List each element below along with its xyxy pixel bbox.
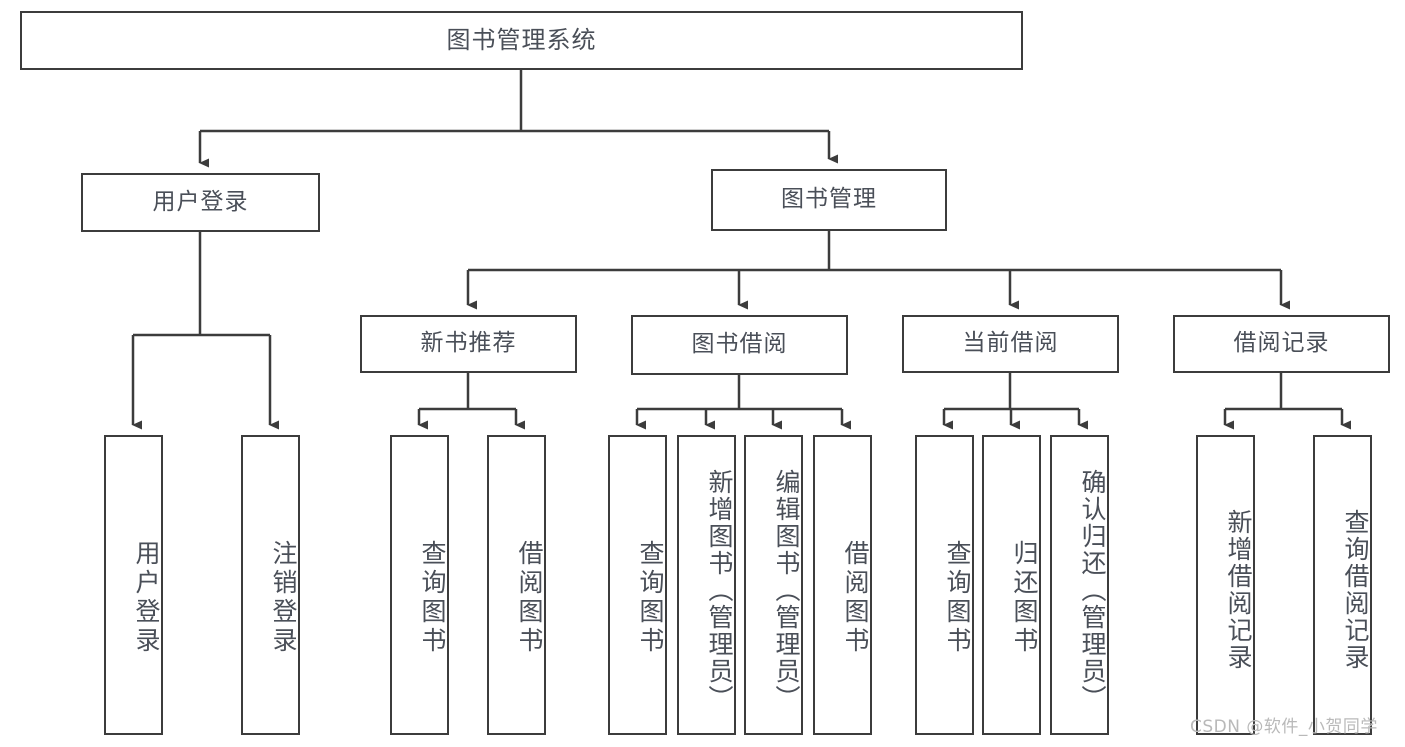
leaf-newbook-query[interactable]: 查询图书 — [390, 435, 449, 735]
node-label: 查询图书 — [418, 540, 447, 656]
node-borrow-record[interactable]: 借阅记录 — [1173, 315, 1390, 373]
node-book-borrow[interactable]: 图书借阅 — [631, 315, 848, 375]
node-label: 查询图书 — [636, 540, 665, 656]
leaf-record-query[interactable]: 查询借阅记录 — [1313, 435, 1372, 735]
leaf-current-query[interactable]: 查询图书 — [915, 435, 974, 735]
leaf-borrow-edit-admin[interactable]: 编辑图书（管理员） — [744, 435, 803, 735]
csdn-watermark: CSDN @软件_小贺同学 — [1190, 717, 1378, 737]
node-label: 归还图书 — [1010, 540, 1039, 656]
node-current-borrow[interactable]: 当前借阅 — [902, 315, 1119, 373]
leaf-user-login[interactable]: 用户登录 — [104, 435, 163, 735]
node-label: 新增图书（管理员） — [705, 468, 734, 712]
node-label: 借阅记录 — [1233, 330, 1330, 357]
node-label: 借阅图书 — [515, 540, 544, 656]
leaf-record-add[interactable]: 新增借阅记录 — [1196, 435, 1255, 735]
node-label: 用户登录 — [132, 540, 161, 656]
node-label: 图书管理系统 — [446, 26, 597, 55]
node-label: 查询图书 — [943, 540, 972, 656]
leaf-borrow-borrow[interactable]: 借阅图书 — [813, 435, 872, 735]
node-label: 用户登录 — [152, 188, 249, 215]
node-label: 编辑图书（管理员） — [772, 468, 801, 712]
leaf-user-logout[interactable]: 注销登录 — [241, 435, 300, 735]
node-label: 当前借阅 — [962, 330, 1059, 357]
node-user-login[interactable]: 用户登录 — [81, 173, 320, 232]
leaf-current-confirm-admin[interactable]: 确认归还（管理员） — [1050, 435, 1109, 735]
node-label: 查询借阅记录 — [1341, 509, 1370, 671]
node-label: 图书管理 — [781, 186, 877, 213]
node-label: 借阅图书 — [841, 540, 870, 656]
node-label: 新书推荐 — [420, 330, 517, 357]
node-root-system[interactable]: 图书管理系统 — [20, 11, 1023, 70]
leaf-borrow-add-admin[interactable]: 新增图书（管理员） — [677, 435, 736, 735]
leaf-newbook-borrow[interactable]: 借阅图书 — [487, 435, 546, 735]
node-label: 注销登录 — [269, 540, 298, 656]
leaf-current-return[interactable]: 归还图书 — [982, 435, 1041, 735]
node-new-book-recommend[interactable]: 新书推荐 — [360, 315, 577, 373]
node-label: 图书借阅 — [691, 331, 788, 358]
node-label: 确认归还（管理员） — [1078, 468, 1107, 712]
node-label: 新增借阅记录 — [1224, 509, 1253, 671]
leaf-borrow-query[interactable]: 查询图书 — [608, 435, 667, 735]
node-book-management[interactable]: 图书管理 — [711, 169, 947, 231]
